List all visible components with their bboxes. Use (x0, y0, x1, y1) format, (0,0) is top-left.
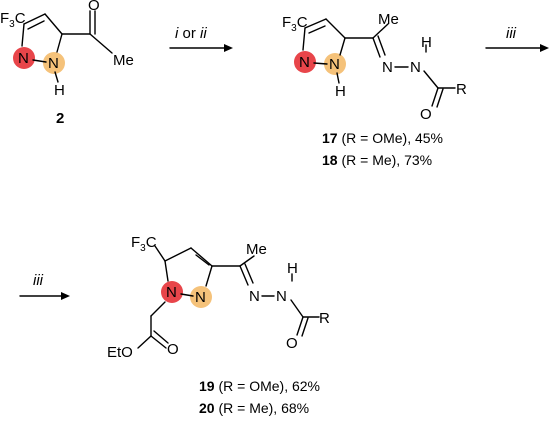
cf3-subscript: 3 (291, 23, 297, 34)
product-19-detail: (R = OMe), 62% (215, 378, 320, 394)
arrow-1 (169, 44, 233, 52)
arrow-3-reagent: iii (33, 272, 44, 289)
product-18-caption: 18 (R = Me), 73% (322, 152, 432, 168)
svg-text:F3C: F3C (282, 14, 308, 34)
n2-highlight (190, 286, 212, 308)
hydrazone-17-18-structure: F3C N N H Me N N H O R (282, 11, 467, 123)
n1-label: N (299, 54, 310, 71)
amide-hydrogen: H (421, 34, 432, 51)
ketone-oxygen: O (88, 0, 100, 14)
ethoxy-label: EtO (107, 344, 133, 361)
product-18-detail: (R = Me), 73% (338, 152, 433, 168)
alkylated-19-20-structure: F3C N N Me N N H O R O EtO (107, 234, 330, 361)
n2-highlight (324, 53, 346, 75)
cf3-subscript: 3 (140, 243, 146, 254)
n2-label: N (48, 55, 59, 72)
compound-2-structure: F3C N N H O Me (0, 0, 134, 99)
n1-highlight (13, 47, 35, 69)
svg-text:F3C: F3C (131, 234, 157, 254)
product-19-number: 19 (199, 378, 215, 394)
nh-hydrogen: H (335, 83, 346, 100)
n1-label: N (18, 50, 29, 67)
cf3-suffix: C (297, 14, 308, 31)
n2-highlight (43, 52, 65, 74)
product-20-number: 20 (199, 400, 215, 416)
product-17-detail: (R = OMe), 45% (338, 130, 443, 146)
product-17-caption: 17 (R = OMe), 45% (322, 130, 443, 146)
reagent-joiner: or (178, 25, 200, 42)
methyl-label: Me (113, 52, 134, 69)
r-group: R (319, 310, 330, 327)
compound-2-number: 2 (56, 110, 64, 127)
amide-hydrogen: H (287, 260, 298, 277)
cf3-prefix: F (0, 10, 9, 27)
cf3-prefix: F (131, 234, 140, 251)
ester-carbonyl-oxygen: O (167, 341, 179, 358)
amide-nitrogen: N (410, 59, 421, 76)
product-17-number: 17 (322, 130, 338, 146)
product-20-detail: (R = Me), 68% (215, 400, 310, 416)
n1-highlight (294, 51, 316, 73)
svg-text:i or ii: i or ii (175, 25, 207, 42)
svg-text:F3C: F3C (0, 10, 26, 30)
carbonyl-oxygen: O (286, 335, 298, 352)
imine-nitrogen: N (249, 288, 260, 305)
arrow-3 (19, 292, 70, 300)
product-20-caption: 20 (R = Me), 68% (199, 400, 309, 416)
cf3-prefix: F (282, 14, 291, 31)
methyl-label: Me (378, 11, 399, 28)
product-19-caption: 19 (R = OMe), 62% (199, 378, 320, 394)
nh-hydrogen: H (54, 82, 65, 99)
r-group: R (456, 81, 467, 98)
cf3-subscript: 3 (9, 19, 15, 30)
cf3-suffix: C (15, 10, 26, 27)
n1-label: N (166, 284, 177, 301)
n1-highlight (161, 281, 183, 303)
methyl-label: Me (246, 241, 267, 258)
amide-nitrogen: N (276, 288, 287, 305)
n2-label: N (195, 289, 206, 306)
reagent-i: i (175, 25, 179, 42)
arrow-2 (485, 44, 549, 52)
reagent-ii: ii (200, 25, 207, 42)
cf3-suffix: C (146, 234, 157, 251)
imine-nitrogen: N (382, 59, 393, 76)
carbonyl-oxygen: O (420, 106, 432, 123)
n2-label: N (329, 56, 340, 73)
product-18-number: 18 (322, 152, 338, 168)
arrow-2-reagent: iii (506, 25, 517, 42)
